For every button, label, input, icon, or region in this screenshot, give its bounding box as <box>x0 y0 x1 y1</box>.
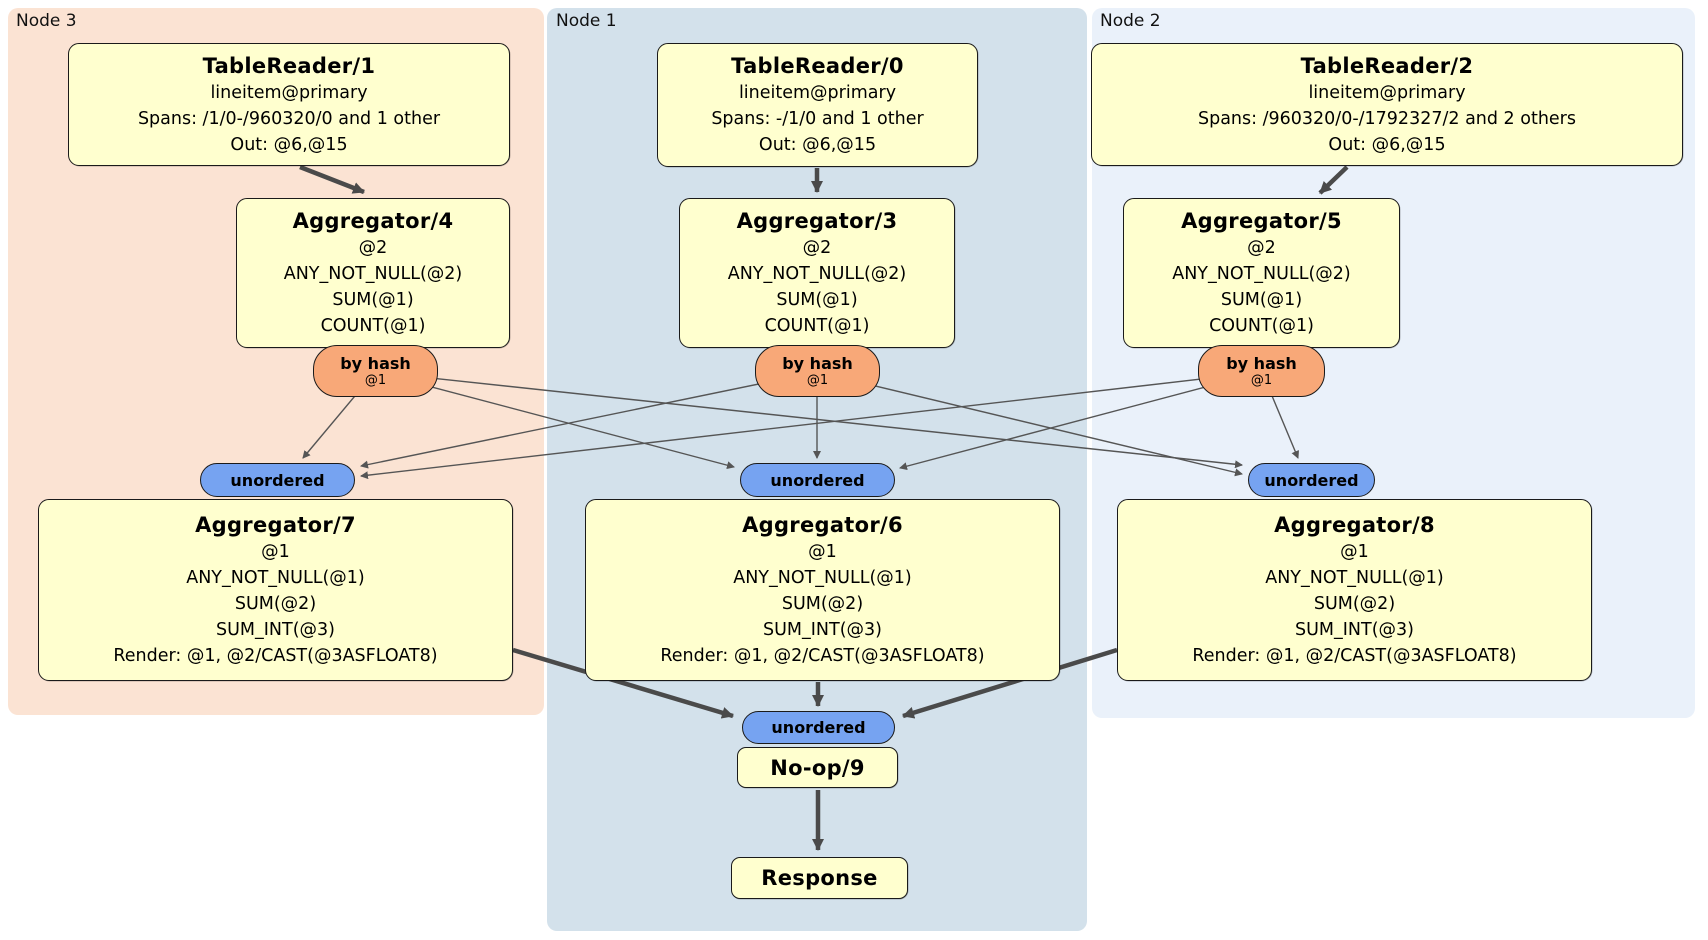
processor-detail: SUM(@1) <box>1220 290 1303 310</box>
processor-detail: Out: @6,@15 <box>1328 134 1446 155</box>
processor-detail: @2 <box>358 238 388 258</box>
processor-response[interactable]: Response <box>731 857 908 899</box>
region-label-node2: Node 2 <box>1100 11 1161 31</box>
processor-detail: Out: @6,@15 <box>758 135 877 155</box>
processor-detail: Spans: /960320/0-/1792327/2 and 2 others <box>1197 108 1576 129</box>
processor-detail: SUM_INT(@3) <box>763 620 882 640</box>
processor-detail: ANY_NOT_NULL(@2) <box>1172 264 1351 284</box>
processor-detail: Spans: -/1/0 and 1 other <box>711 109 924 129</box>
processor-title: Aggregator/7 <box>195 513 356 537</box>
sync-label: unordered <box>771 718 866 737</box>
processor-detail: ANY_NOT_NULL(@2) <box>727 264 907 284</box>
processor-title: Aggregator/5 <box>1181 209 1342 233</box>
processor-detail: lineitem@primary <box>210 82 368 103</box>
processor-detail: COUNT(@1) <box>764 316 870 336</box>
processor-aggregator-5[interactable]: Aggregator/5 @2 ANY_NOT_NULL(@2) SUM(@1)… <box>1123 198 1400 348</box>
processor-title: TableReader/0 <box>731 54 904 78</box>
processor-aggregator-8[interactable]: Aggregator/8 @1 ANY_NOT_NULL(@1) SUM(@2)… <box>1117 499 1592 681</box>
processor-detail: Spans: /1/0-/960320/0 and 1 other <box>137 108 441 129</box>
edge-r3-s7 <box>360 371 818 469</box>
processor-detail: SUM(@1) <box>776 290 858 310</box>
processor-detail: Render: @1, @2/CAST(@3ASFLOAT8) <box>1192 646 1517 666</box>
processor-title: TableReader/2 <box>1300 53 1474 78</box>
processor-title: TableReader/1 <box>202 53 376 78</box>
edge-tr2-agg5 <box>1318 165 1349 195</box>
region-label-node3: Node 3 <box>16 11 77 31</box>
processor-detail: SUM(@2) <box>1313 594 1396 614</box>
router-by-hash-3[interactable]: by hash @1 <box>755 345 880 397</box>
processor-tablereader-2[interactable]: TableReader/2 lineitem@primary Spans: /9… <box>1091 43 1683 166</box>
processor-aggregator-4[interactable]: Aggregator/4 @2 ANY_NOT_NULL(@2) SUM(@1)… <box>236 198 510 348</box>
router-by-hash-4[interactable]: by hash @1 <box>313 345 438 397</box>
processor-detail: @2 <box>802 238 832 258</box>
processor-detail: ANY_NOT_NULL(@2) <box>283 264 463 284</box>
sync-label: unordered <box>1264 470 1359 490</box>
router-by-hash-5[interactable]: by hash @1 <box>1198 345 1325 397</box>
edge-r4-s6 <box>374 371 735 470</box>
edge-agg8-s9 <box>902 647 1118 719</box>
edge-r3-s8 <box>816 371 1243 477</box>
processor-detail: SUM_INT(@3) <box>216 620 335 640</box>
processor-title: Aggregator/3 <box>736 209 898 233</box>
router-label: by hash <box>340 354 411 373</box>
sync-unordered-8[interactable]: unordered <box>1248 463 1375 497</box>
processor-tablereader-1[interactable]: TableReader/1 lineitem@primary Spans: /1… <box>68 43 510 166</box>
sync-label: unordered <box>230 470 325 490</box>
processor-detail: ANY_NOT_NULL(@1) <box>1265 568 1444 588</box>
sync-label: unordered <box>770 470 865 490</box>
processor-detail: ANY_NOT_NULL(@1) <box>186 568 365 588</box>
router-columns: @1 <box>364 373 387 388</box>
processor-aggregator-6[interactable]: Aggregator/6 @1 ANY_NOT_NULL(@1) SUM(@2)… <box>585 499 1060 681</box>
edge-tr1-agg4 <box>299 164 365 195</box>
processor-detail: SUM(@2) <box>234 594 317 614</box>
processor-aggregator-3[interactable]: Aggregator/3 @2 ANY_NOT_NULL(@2) SUM(@1)… <box>679 198 955 348</box>
processor-detail: Render: @1, @2/CAST(@3ASFLOAT8) <box>113 646 438 666</box>
edge-r5-s6 <box>899 371 1263 471</box>
router-label: by hash <box>1226 354 1297 373</box>
edge-agg7-s9 <box>512 647 734 719</box>
processor-detail: @2 <box>1247 238 1276 258</box>
processor-title: Response <box>761 866 878 890</box>
processor-detail: ANY_NOT_NULL(@1) <box>733 568 912 588</box>
processor-detail: SUM(@2) <box>781 594 864 614</box>
processor-title: Aggregator/4 <box>292 209 454 233</box>
processor-detail: SUM_INT(@3) <box>1295 620 1414 640</box>
sync-unordered-7[interactable]: unordered <box>200 463 355 497</box>
processor-detail: COUNT(@1) <box>320 316 426 336</box>
processor-detail: lineitem@primary <box>738 83 897 103</box>
edge-r4-s8 <box>374 371 1243 469</box>
sync-unordered-6[interactable]: unordered <box>740 463 895 497</box>
processor-title: Aggregator/6 <box>742 513 903 537</box>
router-label: by hash <box>782 354 853 373</box>
processor-detail: @1 <box>261 542 290 562</box>
sync-unordered-9[interactable]: unordered <box>742 711 895 744</box>
processor-noop-9[interactable]: No-op/9 <box>737 747 898 788</box>
processor-title: Aggregator/8 <box>1274 513 1435 537</box>
processor-detail: Render: @1, @2/CAST(@3ASFLOAT8) <box>660 646 985 666</box>
router-columns: @1 <box>1250 373 1273 388</box>
processor-detail: Out: @6,@15 <box>230 134 348 155</box>
processor-detail: @1 <box>808 542 837 562</box>
router-columns: @1 <box>806 373 829 388</box>
processor-detail: COUNT(@1) <box>1209 316 1314 336</box>
processor-tablereader-0[interactable]: TableReader/0 lineitem@primary Spans: -/… <box>657 43 978 167</box>
edge-r5-s7 <box>360 371 1263 480</box>
processor-detail: @1 <box>1340 542 1369 562</box>
processor-title: No-op/9 <box>770 755 865 780</box>
processor-detail: SUM(@1) <box>332 290 414 310</box>
processor-detail: lineitem@primary <box>1308 82 1466 103</box>
region-label-node1: Node 1 <box>556 11 617 31</box>
processor-aggregator-7[interactable]: Aggregator/7 @1 ANY_NOT_NULL(@1) SUM(@2)… <box>38 499 513 681</box>
